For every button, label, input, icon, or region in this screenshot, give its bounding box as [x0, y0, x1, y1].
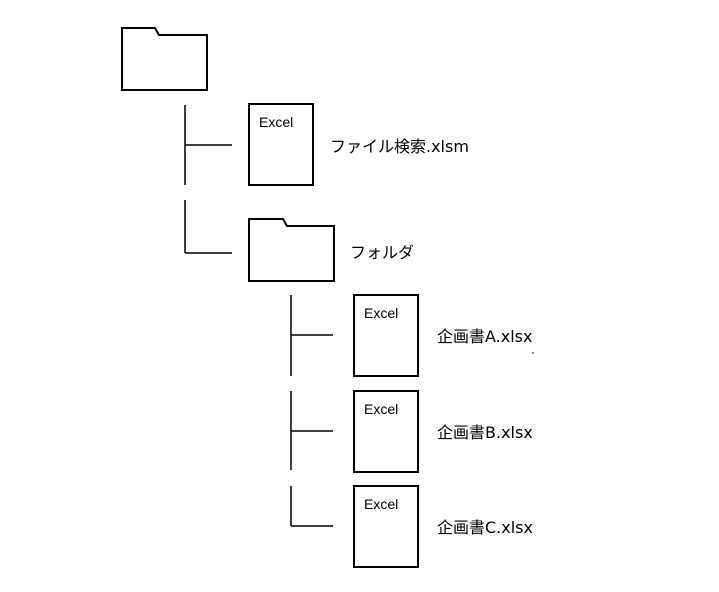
file-name-label: 企画書B.xlsx [437, 423, 533, 442]
file-item-proposal-a[interactable]: Excel 企画書A.xlsx [353, 294, 532, 377]
folder-icon [248, 218, 335, 282]
excel-file-icon [248, 103, 314, 186]
excel-file-icon [353, 390, 419, 473]
stray-dot [532, 352, 534, 354]
subfolder-item[interactable]: フォルダ [248, 218, 414, 282]
file-name-label: ファイル検索.xlsm [330, 137, 469, 156]
excel-file-icon [353, 485, 419, 568]
file-item-proposal-b[interactable]: Excel 企画書B.xlsx [353, 390, 533, 473]
excel-icon-label: Excel [364, 401, 398, 417]
root-folder[interactable] [121, 27, 208, 91]
excel-icon-label: Excel [364, 496, 398, 512]
file-name-label: 企画書C.xlsx [437, 518, 533, 537]
file-item-proposal-c[interactable]: Excel 企画書C.xlsx [353, 485, 533, 568]
tree-connector-level-2 [290, 295, 333, 527]
file-name-label: 企画書A.xlsx [437, 327, 532, 346]
file-item-search-xlsm[interactable]: Excel ファイル検索.xlsm [248, 103, 469, 186]
folder-icon [121, 27, 208, 91]
tree-connector-level-1 [184, 105, 232, 254]
excel-file-icon [353, 294, 419, 377]
folder-name-label: フォルダ [350, 243, 414, 262]
excel-icon-label: Excel [259, 114, 293, 130]
excel-icon-label: Excel [364, 305, 398, 321]
